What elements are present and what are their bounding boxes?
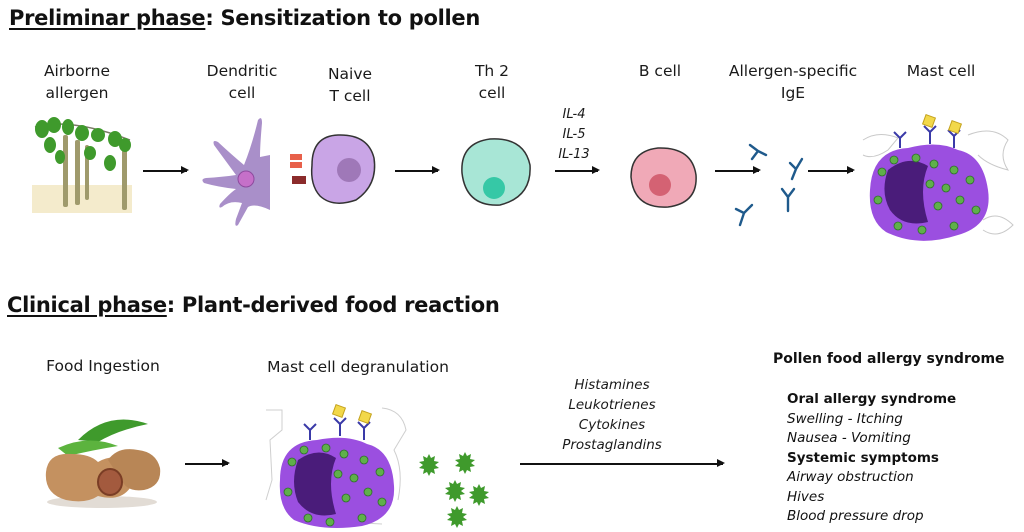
mediator-star: [445, 480, 465, 502]
mast-cell-nucleus: [884, 160, 928, 224]
group-systemic-symptoms: Systemic symptoms: [787, 449, 939, 466]
symptom-blood-pressure-drop: Blood pressure drop: [787, 508, 924, 524]
label-line: cell: [228, 84, 256, 102]
ige-antibodies-illustration: [734, 143, 804, 227]
preliminar-phase-title-underlined: Preliminar phase: [9, 6, 206, 30]
mhc-receptor: [290, 162, 302, 168]
label-line: Th 2: [474, 62, 510, 80]
released-mediators-illustration: [419, 452, 489, 528]
symptom-airway-obstruction: Airway obstruction: [787, 469, 914, 485]
mhc-receptor: [290, 154, 302, 160]
label-line: T cell: [329, 87, 371, 105]
preliminar-phase-title-rest: : Sensitization to pollen: [205, 6, 480, 30]
granules: [283, 443, 387, 527]
syndrome-heading: Pollen food allergy syndrome: [773, 351, 1005, 367]
arrow-allergen-to-dendritic: [143, 167, 189, 173]
th2-cell-nucleus: [483, 177, 505, 199]
naive-t-cell-nucleus: [337, 158, 361, 182]
b-cell-illustration: [630, 147, 697, 208]
peanut-shell: [108, 449, 161, 491]
degranulating-mast-cell-illustration: [265, 403, 407, 528]
granules: [873, 153, 981, 235]
peanut-kernel: [97, 468, 123, 496]
leaf: [58, 440, 118, 456]
background-sketch: [862, 130, 1014, 235]
label-line: cell: [478, 84, 506, 102]
mediator-star: [469, 484, 489, 506]
mediator-star: [455, 452, 475, 474]
cytokine-list: IL-4 IL-5 IL-13: [549, 105, 599, 165]
cytokine-il13: IL-13: [558, 147, 590, 162]
label-line: Naive: [327, 65, 373, 83]
arrow-food-to-mast: [185, 460, 230, 466]
catkins: [63, 135, 127, 210]
arrow-th2-to-bcell: [555, 167, 600, 173]
mast-cell-illustration: [862, 113, 1014, 241]
label-line: allergen: [45, 84, 109, 102]
th2-cell-illustration: [461, 138, 531, 206]
mediator-list: Histamines Leukotrienes Cytokines Prosta…: [548, 375, 676, 455]
label-line: B cell: [638, 62, 682, 80]
tcr-receptor: [292, 176, 306, 184]
mediator-leukotrienes: Leukotrienes: [568, 397, 656, 413]
label-line: Airborne: [43, 62, 111, 80]
label-line: IgE: [780, 84, 806, 102]
label-dendritic-cell: Dendritic cell: [200, 60, 284, 104]
cytokine-il4: IL-4: [562, 107, 586, 122]
group-oral-allergy-syndrome: Oral allergy syndrome: [787, 391, 957, 407]
naive-t-cell-illustration: [290, 134, 376, 204]
ige-antibody: [748, 143, 768, 161]
clinical-phase-title-underlined: Clinical phase: [7, 293, 167, 317]
dendritic-body: [202, 118, 270, 226]
arrow-ige-to-mast: [808, 167, 855, 173]
label-th2-cell: Th 2 cell: [462, 60, 522, 104]
arrow-naive-to-th2: [395, 167, 440, 173]
allergen-particles: [921, 113, 963, 135]
label-mast-cell-degranulation: Mast cell degranulation: [267, 358, 449, 376]
symptom-nausea-vomiting: Nausea - Vomiting: [787, 430, 911, 446]
allergen-particles: [331, 403, 373, 425]
symptom-hives: Hives: [787, 488, 825, 505]
label-allergen-specific-ige: Allergen-specific IgE: [718, 60, 868, 104]
mediator-prostaglandins: Prostaglandins: [562, 437, 662, 453]
label-airborne-allergen: Airborne allergen: [32, 60, 122, 104]
ige-antibody: [734, 203, 754, 227]
label-line: Mast cell: [906, 62, 976, 80]
arrow-mediators-to-syndrome: [520, 460, 725, 466]
symptom-swelling-itching: Swelling - Itching: [787, 410, 903, 427]
clinical-phase-title: Clinical phase: Plant-derived food react…: [7, 293, 500, 317]
ige-antibody: [780, 187, 796, 213]
mediator-granules: [419, 452, 489, 528]
peanuts-illustration: [45, 419, 161, 508]
cytokine-il5: IL-5: [562, 127, 586, 142]
mediator-histamines: Histamines: [574, 377, 650, 393]
mediator-cytokines: Cytokines: [578, 417, 646, 433]
th2-cell-body: [461, 138, 531, 206]
mediator-star: [447, 506, 467, 528]
syndrome-list: Oral allergy syndrome Swelling - Itching…: [787, 390, 956, 527]
mediator-star: [419, 454, 439, 476]
ige-antibody: [788, 157, 804, 181]
mast-cell-nucleus: [294, 452, 336, 516]
label-mast-cell: Mast cell: [896, 60, 986, 82]
clinical-phase-title-rest: : Plant-derived food reaction: [166, 293, 500, 317]
leaves: [35, 117, 131, 171]
arrow-bcell-to-ige: [715, 167, 761, 173]
label-b-cell: B cell: [630, 60, 690, 82]
label-line: Allergen-specific: [728, 62, 858, 80]
leaf: [78, 419, 148, 442]
label-naive-t-cell: Naive T cell: [310, 63, 390, 107]
bound-ige: [303, 417, 371, 440]
label-food-ingestion: Food Ingestion: [46, 357, 160, 375]
dendritic-nucleus: [237, 170, 255, 188]
birch-catkins-illustration: [32, 117, 132, 213]
preliminar-phase-title: Preliminar phase: Sensitization to polle…: [9, 6, 480, 30]
ground: [32, 185, 132, 213]
b-cell-nucleus: [649, 174, 671, 196]
label-line: Dendritic: [206, 62, 278, 80]
dendritic-cell-illustration: [202, 118, 270, 226]
